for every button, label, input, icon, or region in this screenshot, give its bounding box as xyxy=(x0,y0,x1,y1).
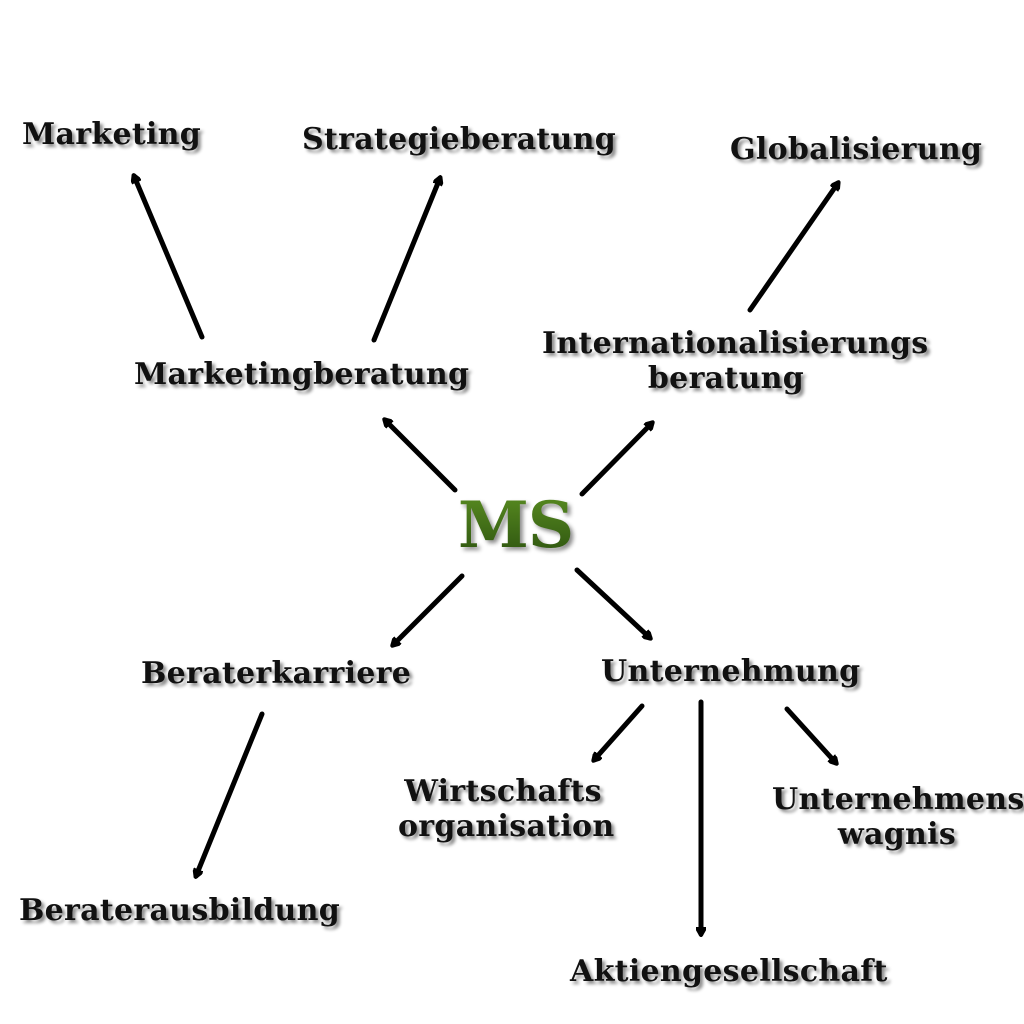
node-marketing: Marketing xyxy=(22,117,202,152)
node-unternehmenswagnis: Unternehmens wagnis xyxy=(772,782,1024,852)
node-strategieberatung: Strategieberatung xyxy=(302,122,617,157)
node-unternehmenswagnis-line1: Unternehmens xyxy=(772,782,1024,817)
arrow-ms-to-beraterkarriere xyxy=(393,573,465,645)
node-wirtschaftsorganisation: Wirtschafts organisation xyxy=(398,774,615,844)
arrow-internationalisierungsberatung-to-globalisierung xyxy=(747,183,838,313)
arrows xyxy=(134,176,838,934)
arrow-ms-to-unternehmung xyxy=(574,567,650,638)
arrow-ms-to-marketingberatung xyxy=(385,420,458,493)
arrow-unternehmung-to-wirtschaftsorganisation xyxy=(594,703,645,760)
node-beraterausbildung: Beraterausbildung xyxy=(19,893,341,928)
node-internationalisierungsberatung-line1: Internationalisierungs xyxy=(542,326,929,361)
node-unternehmenswagnis-line2: wagnis xyxy=(837,816,957,852)
node-wirtschaftsorganisation-line2: organisation xyxy=(398,808,615,844)
node-wirtschaftsorganisation-line1: Wirtschafts xyxy=(404,774,602,809)
node-marketingberatung: Marketingberatung xyxy=(134,357,470,392)
node-internationalisierungsberatung-line2: beratung xyxy=(647,360,805,396)
node-aktiengesellschaft: Aktiengesellschaft xyxy=(570,954,888,989)
center-node-ms: MS xyxy=(458,488,574,563)
arrow-unternehmung-to-unternehmenswagnis xyxy=(784,706,836,763)
node-globalisierung: Globalisierung xyxy=(730,132,983,167)
node-beraterkarriere: Beraterkarriere xyxy=(141,656,412,691)
arrow-ms-to-internationalisierungsberatung xyxy=(579,423,652,497)
node-unternehmung: Unternehmung xyxy=(601,654,861,689)
arrow-marketingberatung-to-marketing xyxy=(134,176,205,340)
arrow-beraterkarriere-to-beraterausbildung xyxy=(196,711,265,876)
arrow-marketingberatung-to-strategieberatung xyxy=(371,178,440,343)
node-internationalisierungsberatung: Internationalisierungs beratung xyxy=(542,326,929,396)
